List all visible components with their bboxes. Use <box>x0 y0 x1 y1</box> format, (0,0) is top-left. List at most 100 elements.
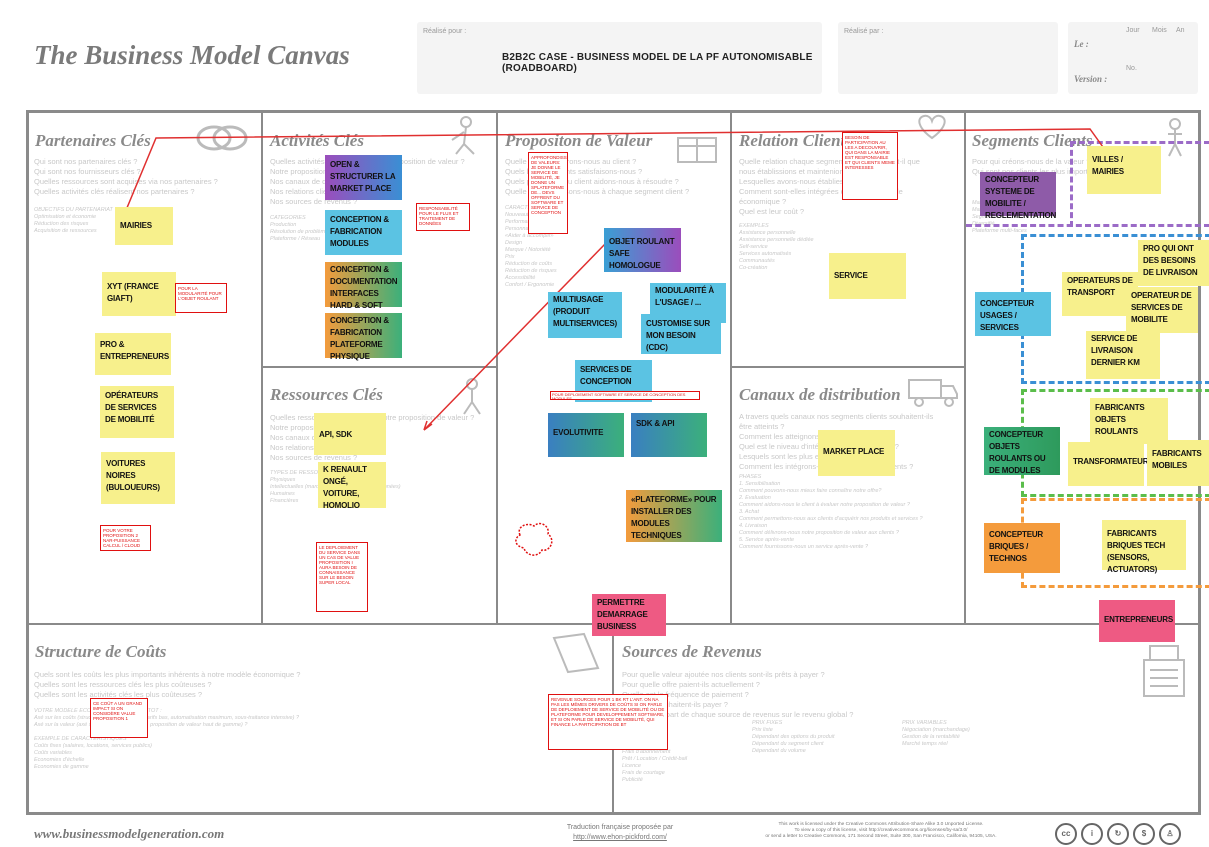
attribution-icon: ♙ <box>1159 823 1181 845</box>
red-note-couts[interactable]: CE COÛT A UN GRAND IMPACT SI ON CONSIDÈR… <box>90 698 148 738</box>
activites-details: CATEGORIES Production Résolution de prob… <box>270 215 331 242</box>
proposition-details: CARACTERISTIQUES Nouveauté Performance P… <box>505 205 561 288</box>
note-service[interactable]: SERVICE <box>829 253 906 299</box>
note-pro-entrepreneurs[interactable]: PRO & ENTREPRENEURS <box>95 333 171 375</box>
footer-license: This work is licensed under the Creative… <box>765 822 997 839</box>
red-note-activites[interactable]: RESPONSABILITÉ POUR LE FLUX ET TRAITEMEN… <box>416 203 470 231</box>
divider <box>261 366 496 368</box>
red-note-proposition[interactable]: APPROFONDISSEMENT DE VALEURS: JE DONNE L… <box>528 152 568 234</box>
note-operateurs-transport[interactable]: OPERATEURS DE TRANSPORT <box>1062 272 1138 316</box>
red-note-conception[interactable]: POUR DEPLOIEMENT SOFTWARE ET SERVICE DE … <box>550 391 700 400</box>
an-label: An <box>1176 27 1185 34</box>
version-label: Version : <box>1074 74 1108 84</box>
note-concepteur-usages[interactable]: CONCEPTEUR USAGES / SERVICES <box>975 292 1051 336</box>
sa-icon: ↻ <box>1107 823 1129 845</box>
person-icon <box>1168 118 1182 157</box>
note-voitures-noires[interactable]: VOITURES NOIRES (BULOUEURS) <box>101 452 175 504</box>
realise-pour-box[interactable]: Réalisé pour : B2B2C CASE - BUSINESS MOD… <box>417 22 822 94</box>
cash-register-icon <box>1143 645 1185 697</box>
note-evolutivite[interactable]: EVOLUTIVITE <box>548 413 624 457</box>
red-note-revenus[interactable]: REVENUE SOURCES POUR 1 BK RT L'ANT. ON N… <box>548 694 668 750</box>
revenus-prix-fixes: PRIX FIXES Prix liste Dépendant des opti… <box>752 720 835 754</box>
nc-icon: $ <box>1133 823 1155 845</box>
note-objet-roulant[interactable]: OBJET ROULANT SAFE HOMOLOGUE <box>604 228 681 272</box>
note-customise[interactable]: CUSTOMISE SUR MON BESOIN (CDC) <box>641 314 721 354</box>
note-k-renault[interactable]: K RENAULT ONGÉ, VOITURE, HOMOLIO <box>318 462 386 510</box>
realise-par-box[interactable]: Réalisé par : <box>838 22 1058 94</box>
note-pro-besoins-livraison[interactable]: PRO QUI ONT DES BESOINS DE LIVRAISON <box>1138 240 1209 286</box>
segments-title: Segments Clients <box>972 131 1093 150</box>
note-entrepreneurs[interactable]: ENTREPRENEURS <box>1099 600 1175 642</box>
red-note-relation[interactable]: BESOIN DE PARTICIPATION AU LES A DECOUVR… <box>842 132 898 200</box>
worker-icon <box>451 116 475 155</box>
footer-traduction-link[interactable]: http://www.ehon-pickford.com/ <box>573 834 667 841</box>
realise-pour-label: Réalisé pour : <box>423 28 467 35</box>
segment-zone-purple <box>1070 141 1209 227</box>
note-villes-mairies[interactable]: VILLES / MAIRIES <box>1087 146 1161 194</box>
couts-questions: Quels sont les coûts les plus importants… <box>34 670 301 699</box>
cc-icon: cc <box>1055 823 1077 845</box>
le-label: Le : <box>1074 39 1089 49</box>
mois-label: Mois <box>1152 27 1167 34</box>
note-concepteur-objets[interactable]: CONCEPTEUR OBJETS ROULANTS OU DE MODULES <box>984 427 1060 475</box>
partenaires-details: OBJECTIFS DU PARTENARIAT Optimisation et… <box>34 207 113 234</box>
note-multiusage[interactable]: MULTIUSAGE (PRODUIT MULTISERVICES) <box>548 292 622 338</box>
note-operateur-services[interactable]: OPERATEUR DE SERVICES DE MOBILITE <box>1126 287 1198 333</box>
divider <box>964 112 966 624</box>
segment-zone-purple-2 <box>966 224 1209 227</box>
revenus-prix-variables: PRIX VARIABLES Négociation (marchandage)… <box>902 720 970 747</box>
realise-par-label: Réalisé par : <box>844 28 884 35</box>
note-concepteur-systeme[interactable]: CONCEPTEUR SYSTEME DE MOBILITE / REGLEME… <box>980 172 1056 220</box>
ressources-title: Ressources Clés <box>270 385 383 404</box>
divider <box>261 112 263 624</box>
note-operateurs-mobilite[interactable]: OPÉRATEURS DE SERVICES DE MOBILITÉ <box>100 386 174 438</box>
note-market-place[interactable]: MARKET PLACE <box>818 430 895 476</box>
divider <box>730 366 965 368</box>
worker-resources-icon <box>463 378 481 415</box>
canvas-title: The Business Model Canvas <box>34 40 350 70</box>
project-title: B2B2C CASE - BUSINESS MODEL DE LA PF AUT… <box>502 52 813 74</box>
segments-questions: Pour qui créons-nous de la valeur ? Qui … <box>972 157 1108 176</box>
gift-icon <box>677 137 717 163</box>
by-icon: i <box>1081 823 1103 845</box>
red-note-ressources[interactable]: LE DEPLOIEMENT DU SERVICE DANS UN CAS DE… <box>316 542 368 612</box>
heart-icon <box>918 114 946 140</box>
revenus-title: Sources de Revenus <box>622 642 762 661</box>
no-label: No. <box>1126 65 1137 72</box>
note-api-sdk[interactable]: API, SDK <box>314 413 386 455</box>
note-sdk-api[interactable]: SDK & API <box>631 413 707 457</box>
divider <box>730 112 732 624</box>
price-tag-icon <box>552 632 600 674</box>
footer-website[interactable]: www.businessmodelgeneration.com <box>34 826 225 841</box>
relation-details: EXEMPLES Assistance personnelle Assistan… <box>739 223 814 271</box>
note-plateforme[interactable]: «PLATEFORME» POUR INSTALLER DES MODULES … <box>626 490 722 542</box>
note-fabricants-objets[interactable]: FABRICANTS OBJETS ROULANTS <box>1090 398 1168 444</box>
red-note-partenaires[interactable]: POUR VOTRE PROPOSITION 2 NAR-PUISSANCE C… <box>100 525 151 551</box>
note-open-structurer[interactable]: OPEN & STRUCTURER LA MARKET PLACE <box>325 155 402 200</box>
relation-title: Relation Client <box>739 131 846 150</box>
note-fabricants-briques[interactable]: FABRICANTS BRIQUES TECH (SENSORS, ACTUAT… <box>1102 520 1186 574</box>
couts-title: Structure de Coûts <box>35 642 167 661</box>
jour-label: Jour <box>1126 27 1140 34</box>
canaux-title: Canaux de distribution <box>739 385 901 404</box>
note-xyt[interactable]: XYT (FRANCE GIAFT) <box>102 272 176 316</box>
note-conception-fabrication-modules[interactable]: CONCEPTION & FABRICATION MODULES <box>325 210 402 255</box>
partenaires-title: Partenaires Clés <box>35 131 151 150</box>
note-conception-documentation[interactable]: CONCEPTION & DOCUMENTATION INTERFACES HA… <box>325 262 402 310</box>
note-service-livraison[interactable]: SERVICE DE LIVRAISON DERNIER KM <box>1086 331 1160 379</box>
footer-traduction: Traduction française proposée par <box>566 824 674 831</box>
partenaires-questions: Qui sont nos partenaires clés ? Qui sont… <box>34 157 218 196</box>
note-mairies[interactable]: MAIRIES <box>115 207 173 245</box>
revenus-questions: Pour quelle valeur ajoutée nos clients s… <box>622 670 854 719</box>
divider <box>496 112 498 624</box>
note-concepteur-briques[interactable]: CONCEPTEUR BRIQUES / TECHNOS <box>984 523 1060 573</box>
note-fabricants-mobiles[interactable]: FABRICANTS MOBILES <box>1147 440 1209 486</box>
red-note-xyt[interactable]: POUR LA MODULARITÉ POUR L'OBJET ROULANT <box>175 283 227 313</box>
date-version-box[interactable]: Jour Mois An Le : No. Version : <box>1068 22 1198 94</box>
note-transformateurs[interactable]: TRANSFORMATEURS <box>1068 442 1154 486</box>
note-conception-plateforme[interactable]: CONCEPTION & FABRICATION PLATEFORME PHYS… <box>325 313 402 361</box>
truck-icon <box>908 379 958 407</box>
note-permettre-demarrage[interactable]: PERMETTRE DEMARRAGE BUSINESS <box>592 594 666 636</box>
proposition-title: Propositon de Valeur <box>505 131 653 150</box>
canaux-details: PHASES 1. Sensibilisation Comment pouvon… <box>739 474 923 550</box>
